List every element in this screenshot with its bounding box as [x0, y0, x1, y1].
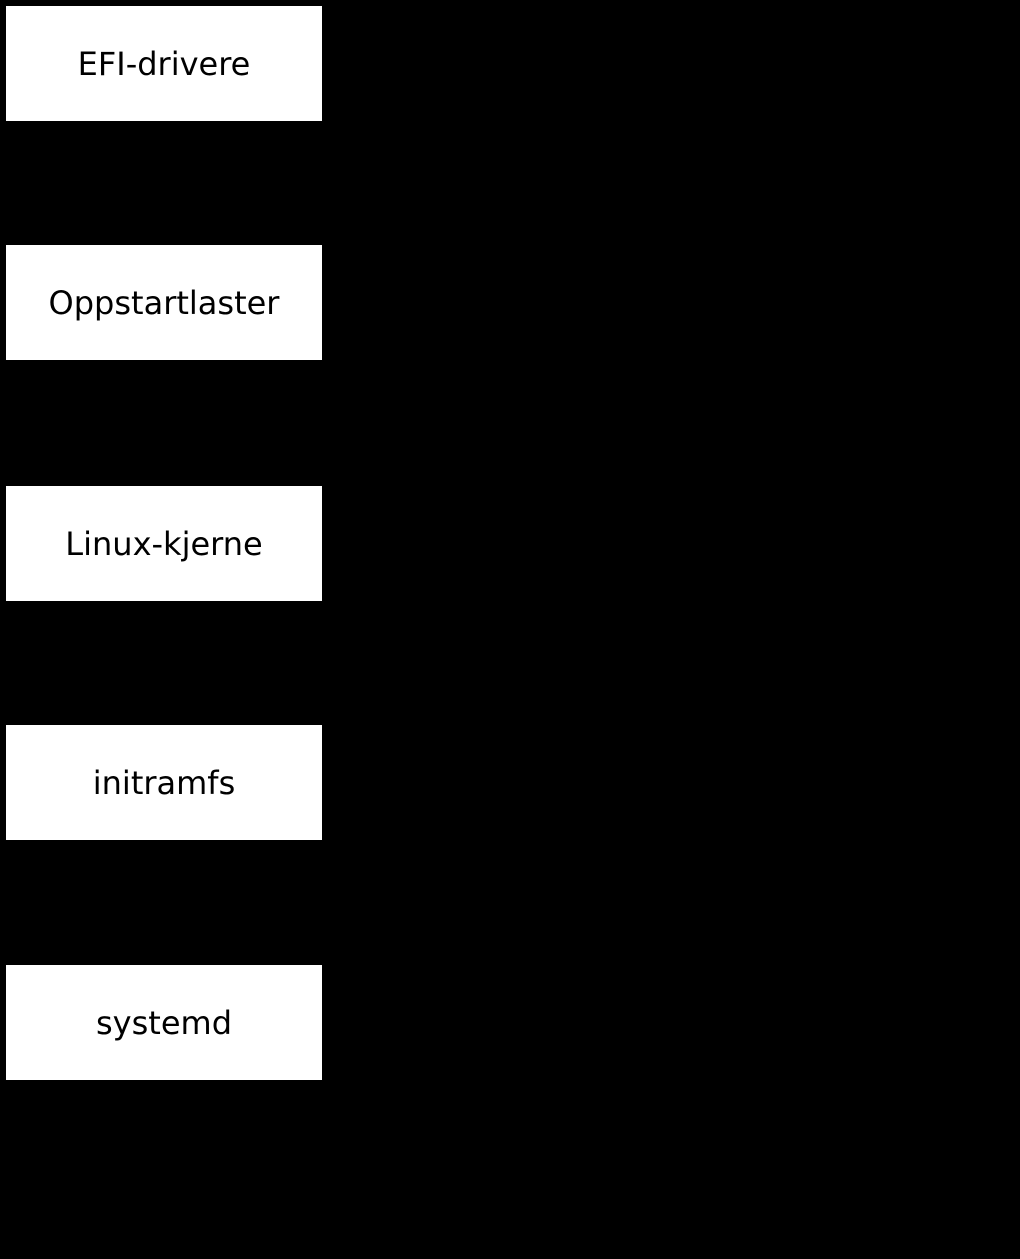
node-oppstartlaster: Oppstartlaster: [6, 245, 322, 360]
node-label: EFI-drivere: [77, 44, 251, 83]
node-efi-drivere: EFI-drivere: [6, 6, 322, 121]
node-initramfs: initramfs: [6, 725, 322, 840]
node-linux-kjerne: Linux-kjerne: [6, 486, 322, 601]
node-systemd: systemd: [6, 965, 322, 1080]
node-label: initramfs: [92, 763, 236, 802]
node-label: Oppstartlaster: [48, 283, 280, 322]
node-label: Linux-kjerne: [65, 524, 263, 563]
node-label: systemd: [96, 1003, 232, 1042]
